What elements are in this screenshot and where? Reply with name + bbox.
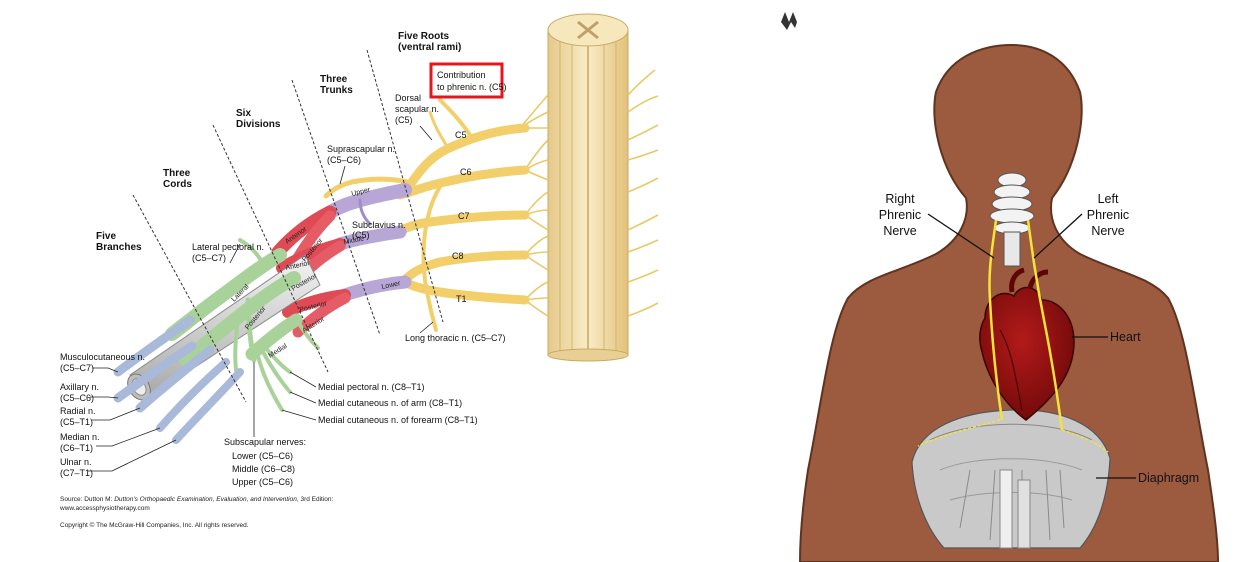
header-trunks-line2: Trunks: [320, 85, 353, 96]
copyright-line: Copyright © The McGraw-Hill Companies, I…: [60, 521, 249, 529]
phrenic-contribution-line2: to phrenic n. (C5): [437, 82, 507, 92]
lateral-pectoral-line1: Lateral pectoral n.: [192, 242, 264, 252]
subscapular-heading: Subscapular nerves:: [224, 437, 306, 447]
trunk-label-lower: Lower: [381, 280, 402, 291]
phrenic-contribution-callout: Contribution to phrenic n. (C5): [429, 62, 507, 99]
median-line1: Median n.: [60, 432, 100, 442]
phrenic-nerves: [917, 219, 1109, 453]
subclavius-line2: (C5): [352, 230, 370, 240]
label-right-phrenic-line1: Right: [885, 192, 915, 206]
region-separators: [132, 49, 444, 403]
trunk-label-middle: Middle: [343, 235, 365, 245]
suprascapular-line1: Suprascapular n.: [327, 144, 395, 154]
label-left-phrenic-line1: Left: [1098, 192, 1119, 206]
header-branches-line2: Branches: [96, 242, 142, 253]
root-label-t1: T1: [456, 294, 467, 304]
axillary-line1: Axillary n.: [60, 382, 99, 392]
trunk-labels: Upper Middle Lower: [343, 186, 402, 291]
root-label-c7: C7: [458, 211, 470, 221]
section-headers: Five Roots (ventral rami) Three Trunks S…: [96, 31, 461, 253]
dorsal-scapular-line1: Dorsal: [395, 93, 421, 103]
medial-pectoral-label: Medial pectoral n. (C8–T1): [318, 382, 425, 392]
subclavius-line1: Subclavius n.: [352, 220, 406, 230]
header-trunks-line1: Three: [320, 74, 348, 85]
median-line2: (C6–T1): [60, 443, 93, 453]
roots: [323, 98, 530, 332]
label-right-phrenic-line2: Phrenic: [879, 208, 921, 222]
label-left-phrenic-line3: Nerve: [1091, 224, 1124, 238]
radial-line2: (C5–T1): [60, 417, 93, 427]
cervical-spine: [989, 172, 1035, 267]
root-label-c8: C8: [452, 251, 464, 261]
label-right-phrenic-line3: Nerve: [883, 224, 916, 238]
musculocutaneous-line2: (C5–C7): [60, 363, 94, 373]
dorsal-scapular-line2: scapular n.: [395, 104, 439, 114]
radial-line1: Radial n.: [60, 406, 96, 416]
subscapular-lower: Lower (C5–C6): [232, 451, 293, 461]
source-url: www.accessphysiotherapy.com: [59, 505, 150, 512]
highlight-box: [429, 62, 504, 99]
header-roots-line2: (ventral rami): [398, 42, 461, 53]
header-roots-line1: Five Roots: [398, 31, 450, 42]
header-cords-line1: Three: [163, 168, 191, 179]
label-heart: Heart: [1110, 330, 1141, 344]
trunk-label-upper: Upper: [351, 186, 372, 198]
medial-cutaneous-forearm-label: Medial cutaneous n. of forearm (C8–T1): [318, 415, 478, 425]
medial-cutaneous-arm-label: Medial cutaneous n. of arm (C8–T1): [318, 398, 462, 408]
nerve-labels: Dorsal scapular n. (C5) Suprascapular n.…: [60, 93, 506, 487]
header-cords-line2: Cords: [163, 179, 192, 190]
suprascapular-line2: (C5–C6): [327, 155, 361, 165]
root-label-c5: C5: [455, 130, 467, 140]
logo-mark: [781, 12, 797, 30]
dorsal-scapular-line3: (C5): [395, 115, 413, 125]
spinal-cord: [547, 13, 629, 362]
source-citation: Source: Dutton M: Dutton's Orthopaedic E…: [59, 496, 334, 529]
subscapular-upper: Upper (C5–C6): [232, 477, 293, 487]
terminal-branches: [113, 315, 244, 444]
heart: [979, 267, 1075, 421]
divisions: [271, 205, 351, 338]
diaphragm: [911, 409, 1111, 549]
left-phrenic-nerve: [1026, 219, 1064, 431]
header-branches-line1: Five: [96, 231, 116, 242]
brachial-plexus-diagram: Upper Middle Lower Anterior Posterior An…: [59, 13, 659, 529]
subscapular-middle: Middle (C6–C8): [232, 464, 295, 474]
label-diaphragm: Diaphragm: [1138, 471, 1199, 485]
lateral-pectoral-line2: (C5–C7): [192, 253, 226, 263]
axillary-line2: (C5–C6): [60, 393, 94, 403]
ulnar-line1: Ulnar n.: [60, 457, 92, 467]
ulnar-line2: (C7–T1): [60, 468, 93, 478]
label-left-phrenic-line2: Phrenic: [1087, 208, 1129, 222]
right-phrenic-nerve: [988, 219, 1004, 421]
phrenic-torso-diagram: Right Phrenic Nerve Left Phrenic Nerve H…: [781, 12, 1220, 562]
header-divisions-line2: Divisions: [236, 119, 281, 130]
long-thoracic-label: Long thoracic n. (C5–C7): [405, 333, 506, 343]
musculocutaneous-line1: Musculocutaneous n.: [60, 352, 145, 362]
header-divisions-line1: Six: [236, 108, 251, 119]
phrenic-contribution-line1: Contribution: [437, 70, 486, 80]
torso-labels: Right Phrenic Nerve Left Phrenic Nerve H…: [879, 192, 1199, 485]
root-label-c6: C6: [460, 167, 472, 177]
source-line: Source: Dutton M: Dutton's Orthopaedic E…: [60, 496, 334, 503]
root-labels: C5 C6 C7 C8 T1: [452, 130, 472, 304]
